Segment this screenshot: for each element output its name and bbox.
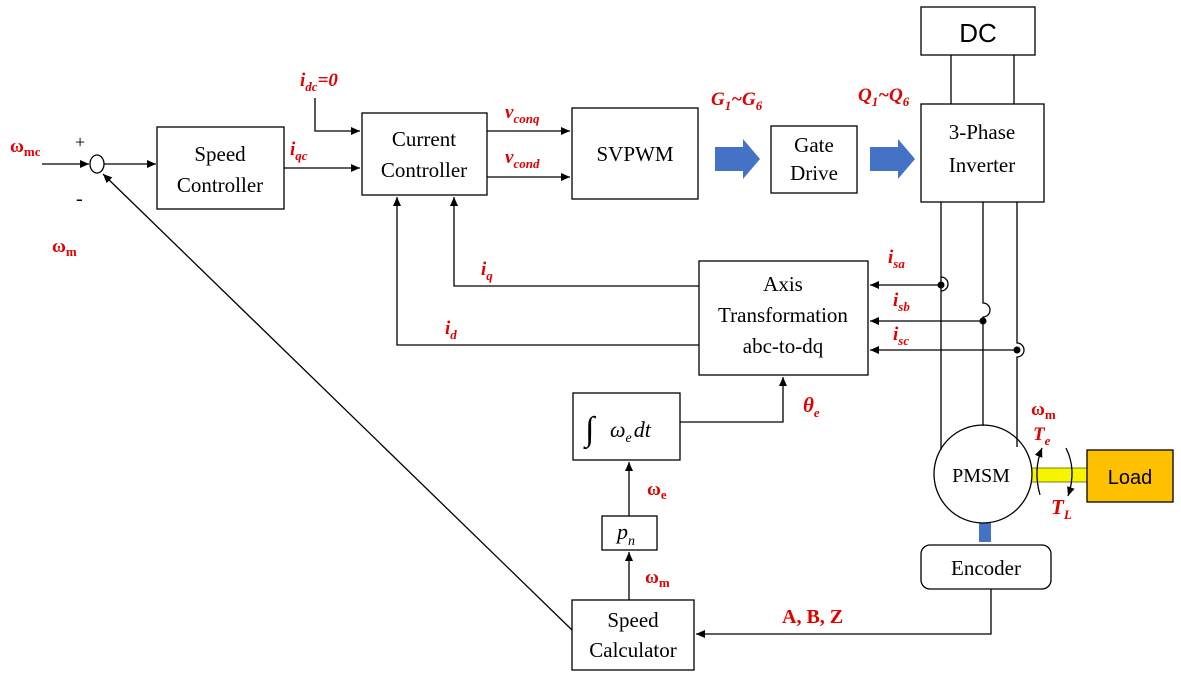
wire-idc: [314, 98, 360, 135]
label-omega-m-motor: ωm: [1031, 399, 1056, 422]
integrator-expression: ωedt: [610, 417, 652, 446]
gate-to-inverter-arrow: [870, 139, 915, 179]
axis-transformation-label-3: abc-to-dq: [743, 334, 824, 358]
speed-calculator-block: Speed Calculator: [571, 599, 695, 671]
label-minus: -: [76, 188, 83, 210]
label-theta-e: θe: [803, 393, 820, 420]
wire-id-feedback: [393, 197, 699, 346]
load-block: Load: [1086, 449, 1174, 503]
wire-theta-e: [680, 377, 787, 423]
inverter-label-2: Inverter: [949, 153, 1015, 177]
label-vconq: vconq: [505, 102, 540, 126]
gate-drive-label-2: Drive: [790, 161, 838, 185]
wire-abz: [696, 589, 992, 638]
current-controller-block: Current Controller: [361, 112, 488, 196]
label-isc: isc: [893, 324, 909, 348]
label-isb: isb: [893, 290, 910, 314]
phase-c-line: [1016, 202, 1025, 447]
inverter-block: 3-Phase Inverter: [920, 103, 1045, 203]
label-omega-m-calc: ωm: [645, 567, 670, 590]
pn-label: pn: [615, 519, 635, 549]
svpwm-to-gate-arrow: [715, 139, 760, 179]
speed-controller-block: Speed Controller: [156, 126, 285, 210]
dc-block: DC: [920, 6, 1036, 56]
label-id: id: [445, 318, 457, 342]
phase-b-line: [982, 202, 991, 426]
encoder-coupling: [979, 522, 991, 542]
axis-transformation-label-1: Axis: [763, 272, 803, 296]
load-label: Load: [1108, 467, 1153, 489]
gate-drive-block: Gate Drive: [770, 125, 858, 194]
label-omega-mc: ωmc: [10, 136, 41, 159]
dc-label: DC: [959, 18, 997, 48]
svpwm-label: SVPWM: [596, 142, 673, 166]
current-controller-label-2: Controller: [381, 158, 467, 182]
label-q1-q6: Q1~Q6: [858, 85, 910, 109]
label-iq: iq: [481, 259, 493, 283]
speed-controller-label-2: Controller: [177, 173, 263, 197]
label-omega-e: ωe: [647, 479, 667, 502]
pn-block: pn: [601, 515, 658, 551]
label-omega-m-feedback: ωm: [52, 236, 77, 259]
label-vcond: vcond: [505, 147, 540, 171]
summing-junction: [89, 154, 105, 174]
torque-tl-arc: [1065, 447, 1075, 497]
integral-sign: ∫: [583, 411, 597, 450]
torque-te-arc: [1034, 447, 1043, 496]
wire-speed-feedback: [102, 173, 573, 631]
label-plus: +: [75, 132, 85, 152]
label-isa: isa: [888, 247, 905, 271]
pmsm-label: PMSM: [952, 465, 1010, 487]
tap-isa-dot: [937, 281, 945, 289]
pmsm-motor: PMSM: [933, 424, 1033, 524]
label-te: Te: [1033, 424, 1051, 448]
tap-isb-dot: [979, 317, 987, 325]
current-controller-label-1: Current: [392, 127, 456, 151]
tap-isc-dot: [1013, 346, 1021, 354]
tap-isa-hop: [940, 276, 949, 292]
encoder-label: Encoder: [951, 556, 1021, 580]
label-idc: idc=0: [300, 70, 338, 94]
speed-calculator-label-1: Speed: [607, 608, 659, 632]
svpwm-block: SVPWM: [571, 107, 699, 200]
encoder-block: Encoder: [920, 544, 1052, 590]
label-abz: A, B, Z: [782, 606, 843, 628]
label-iqc: iqc: [290, 139, 308, 163]
speed-calculator-label-2: Calculator: [589, 638, 676, 662]
axis-transformation-label-2: Transformation: [718, 303, 848, 327]
wire-iq-feedback: [450, 197, 699, 287]
axis-transformation-block: Axis Transformation abc-to-dq: [698, 260, 869, 376]
inverter-label-1: 3-Phase: [949, 120, 1016, 144]
label-tl: TL: [1051, 495, 1072, 522]
label-g1-g6: G1~G6: [711, 89, 763, 113]
gate-drive-label-1: Gate: [794, 133, 834, 157]
integrator-block: ∫ ωedt: [572, 392, 681, 461]
speed-controller-label-1: Speed: [194, 142, 246, 166]
